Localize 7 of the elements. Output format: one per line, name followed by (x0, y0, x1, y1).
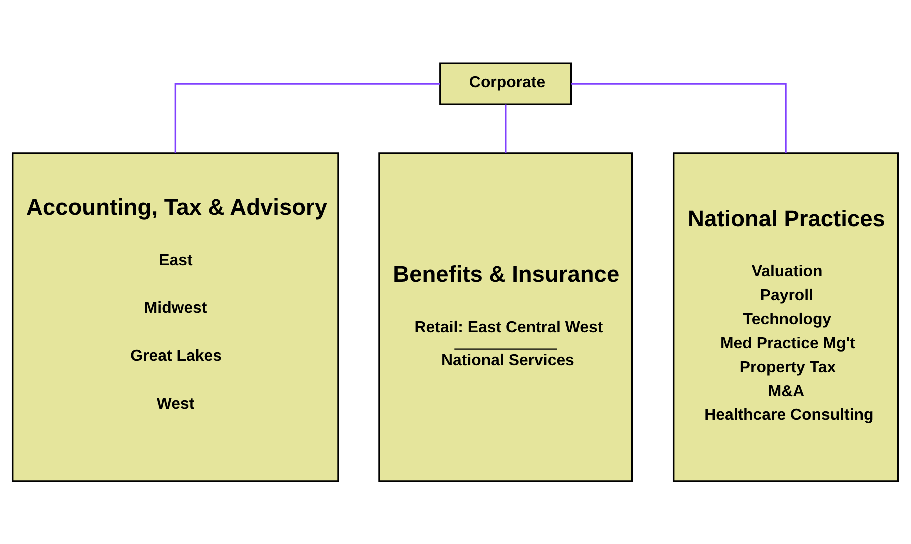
connector (572, 82, 787, 153)
node-box: Accounting, Tax & Advisory East Midwest Great Lakes West (12, 152, 340, 482)
node-box: Corporate (440, 62, 572, 105)
connector (174, 82, 440, 153)
node-box: National Practices Valuation Payroll Technology Med Practice Mg't Property Tax M&A Healthcare Consulting (672, 152, 899, 482)
node-box: Benefits & Insurance Retail: East Central West National Services (378, 152, 634, 482)
connector (505, 104, 507, 153)
